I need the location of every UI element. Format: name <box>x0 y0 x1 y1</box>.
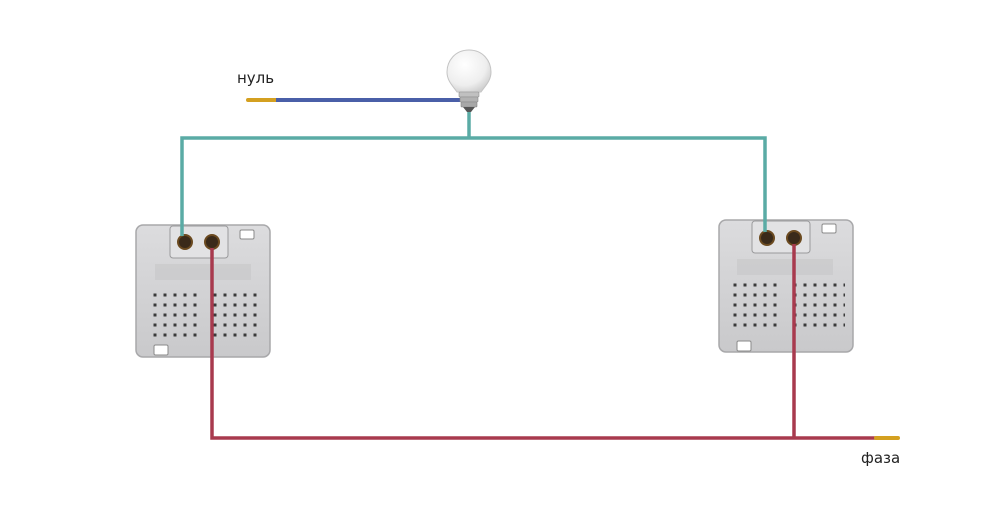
bulb-contact <box>463 107 475 112</box>
phase-wire-main <box>210 248 878 440</box>
right-switch-vent-right <box>795 283 845 333</box>
left-switch-module <box>135 224 271 358</box>
left-switch-vent-left <box>150 287 200 337</box>
bulb-base-ring-1 <box>458 91 480 98</box>
left-switch-vent-right <box>213 287 263 337</box>
right-switch-markings <box>737 259 833 275</box>
right-switch-clip <box>821 223 837 234</box>
right-switch-module <box>718 219 854 353</box>
left-switch-bottom-tab <box>153 344 169 356</box>
traveller-wire <box>180 136 767 236</box>
left-switch-terminal-l1 <box>204 234 220 250</box>
light-bulb-icon <box>446 49 492 112</box>
right-switch-terminal-l1 <box>786 230 802 246</box>
right-switch-terminal-l <box>759 230 775 246</box>
left-switch-markings <box>155 264 251 280</box>
bulb-glass <box>446 49 492 93</box>
bulb-base-ring-3 <box>460 101 478 108</box>
neutral-wire-label: нуль <box>237 69 275 87</box>
switched-wire <box>180 112 767 236</box>
phase-wire <box>210 244 878 440</box>
right-switch-vent-left <box>732 283 782 333</box>
right-switch-bottom-tab <box>736 340 752 352</box>
bulb-base-ring-2 <box>459 96 479 103</box>
left-switch-clip <box>239 229 255 240</box>
left-switch-terminal-l <box>177 234 193 250</box>
phase-wire-label: фаза <box>861 449 901 467</box>
